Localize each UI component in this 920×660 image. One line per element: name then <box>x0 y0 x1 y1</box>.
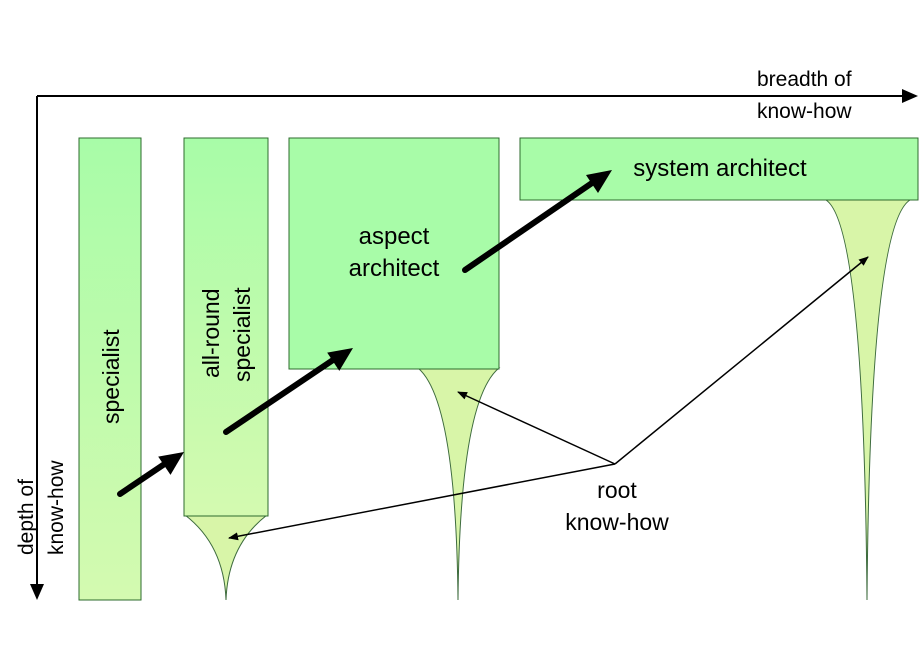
specialist-label: specialist <box>98 329 124 424</box>
aspect-architect-label-line1: aspect <box>359 223 430 250</box>
root-shapes <box>183 199 912 601</box>
system-architect-label: system architect <box>633 155 807 182</box>
role-labels: specialist all-round specialist aspect a… <box>98 155 807 424</box>
aspect-architect-label-line2: architect <box>349 255 440 282</box>
root-shape-aspect <box>416 367 501 601</box>
root-pointers <box>228 256 869 541</box>
root-pointer-aspect <box>457 391 616 465</box>
progression-arrow-1-head <box>158 452 184 475</box>
root-shape-system <box>824 199 912 601</box>
root-pointer-system <box>614 256 869 465</box>
root-know-how-label-line2: know-how <box>565 509 669 535</box>
aspect-architect-box <box>288 137 500 370</box>
root-know-how-label-line1: root <box>597 477 637 503</box>
progression-arrow-2-shaft <box>223 357 336 435</box>
y-axis-label-line1: depth of <box>15 479 38 555</box>
all-round-label-line2: specialist <box>229 287 255 382</box>
x-axis-label-line1: breadth of <box>757 68 852 91</box>
y-axis-arrowhead <box>30 584 44 600</box>
specialist-box <box>78 137 142 601</box>
all-round-label-line1: all-round <box>198 289 224 379</box>
progression-arrow-1-shaft <box>117 460 169 497</box>
root-shape-all-round <box>183 514 269 601</box>
axes: breadth of know-how depth of know-how <box>15 68 918 600</box>
x-axis-label-line2: know-how <box>757 100 852 123</box>
x-axis-arrowhead <box>902 89 918 103</box>
role-boxes <box>78 137 919 601</box>
all-round-specialist-box <box>183 137 269 517</box>
progression-arrow-3-head <box>586 170 612 193</box>
root-pointer-all-round <box>228 463 616 541</box>
progression-arrow-2-head <box>327 348 353 371</box>
progression-arrows <box>117 170 612 497</box>
progression-arrow-3-shaft <box>462 180 595 273</box>
y-axis-label-line2: know-how <box>45 460 68 555</box>
